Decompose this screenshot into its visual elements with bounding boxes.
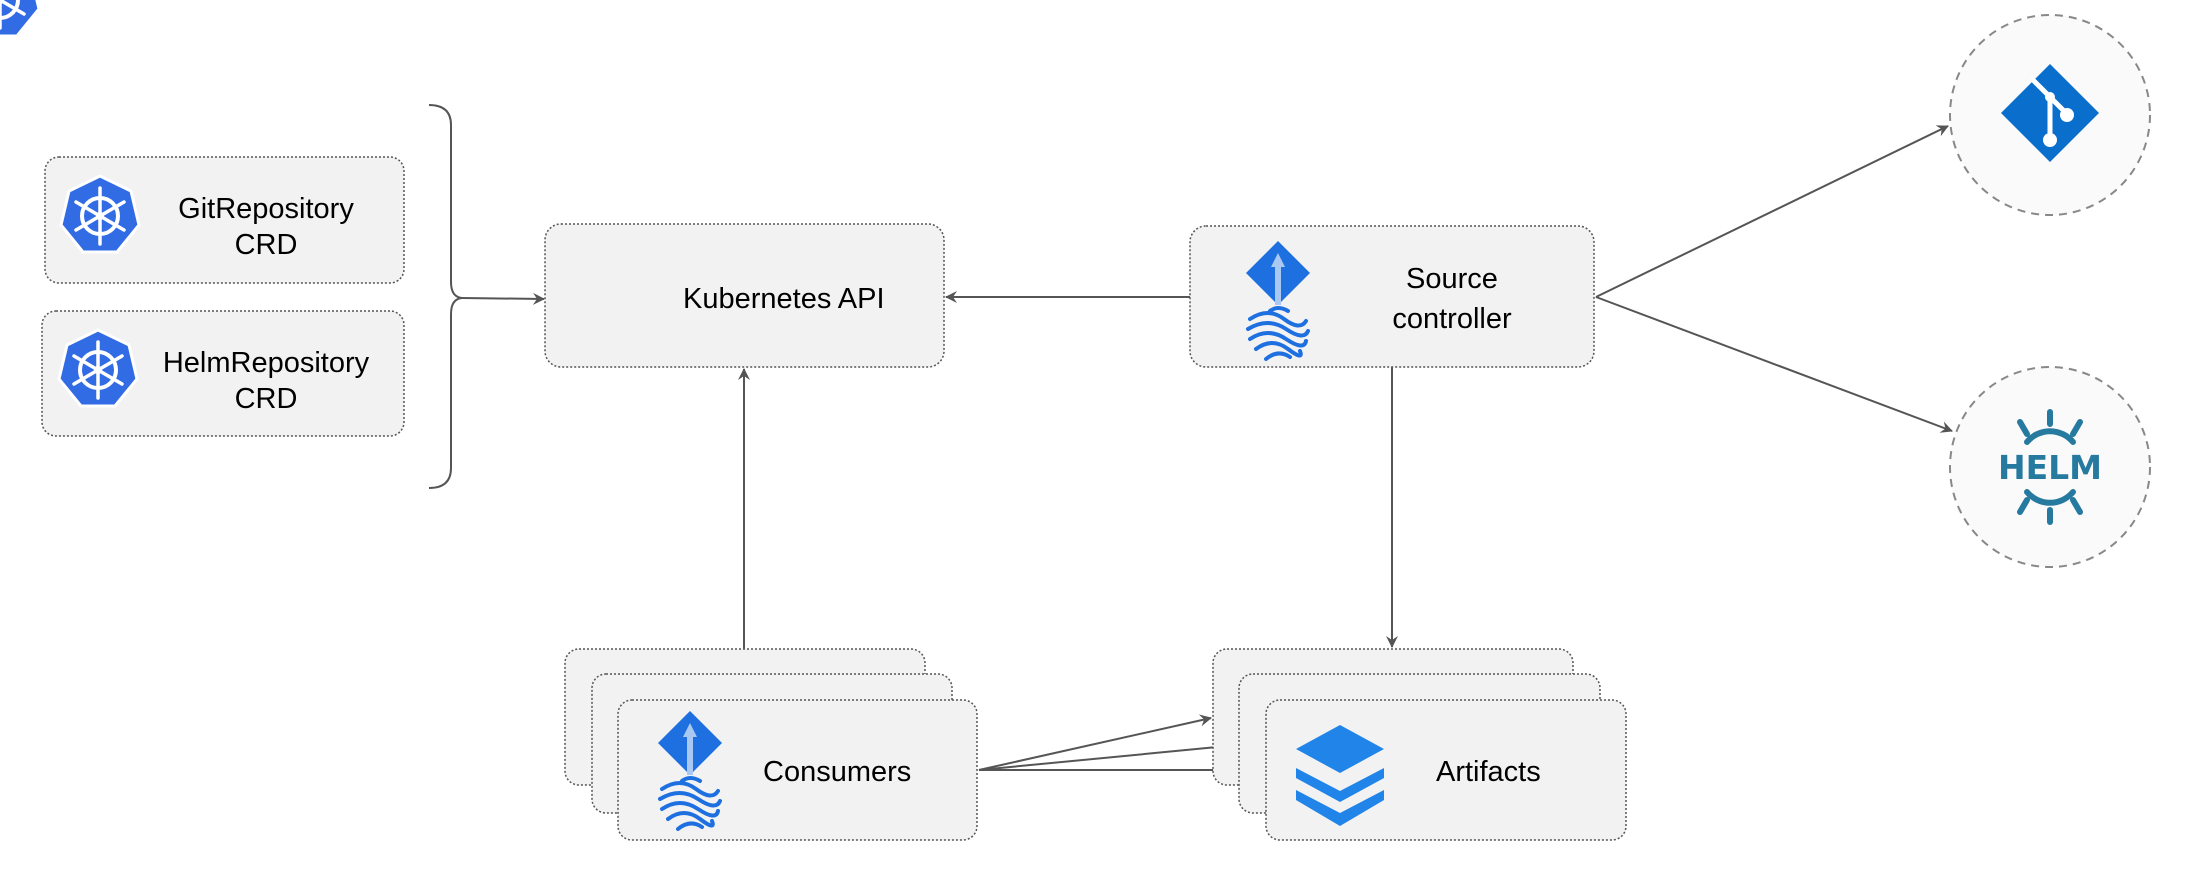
- layers-icon: [1296, 725, 1384, 826]
- edge-source-controller-to-helm: [1595, 296, 1953, 433]
- helm-icon: [2017, 409, 2083, 525]
- node-label: CRD: [235, 383, 298, 415]
- node-label: HelmRepository: [163, 347, 370, 379]
- node-label: GitRepository: [178, 193, 354, 225]
- node-consumers[interactable]: Consumers: [564, 648, 978, 841]
- edge-consumers-to-artifacts-2: [978, 740, 1239, 771]
- node-helmrepository-crd[interactable]: HelmRepository CRD: [41, 310, 405, 437]
- node-label: Source: [1406, 263, 1498, 295]
- node-kubernetes-api[interactable]: Kubernetes API: [0, 0, 945, 368]
- edge-source-controller-to-git: [1595, 125, 1949, 298]
- edge-consumers-to-artifacts-1: [978, 714, 1212, 771]
- node-label: Consumers: [763, 756, 911, 788]
- node-artifacts[interactable]: Artifacts: [1212, 648, 1627, 841]
- node-git[interactable]: [1949, 14, 2151, 216]
- node-label: controller: [1392, 303, 1512, 335]
- node-helm[interactable]: HELM: [1949, 366, 2151, 568]
- helm-logo-text: HELM: [1998, 448, 2102, 487]
- git-icon: [2001, 64, 2099, 162]
- kubernetes-icon: [0, 0, 41, 38]
- node-label: CRD: [235, 229, 298, 261]
- node-label: Artifacts: [1436, 756, 1541, 788]
- edge-crds-to-k8s-api: [461, 292, 545, 305]
- node-gitrepository-crd[interactable]: GitRepository CRD: [44, 156, 405, 284]
- brace: [428, 104, 463, 489]
- node-label: Kubernetes API: [683, 283, 885, 315]
- node-source-controller[interactable]: Source controller: [1189, 225, 1595, 368]
